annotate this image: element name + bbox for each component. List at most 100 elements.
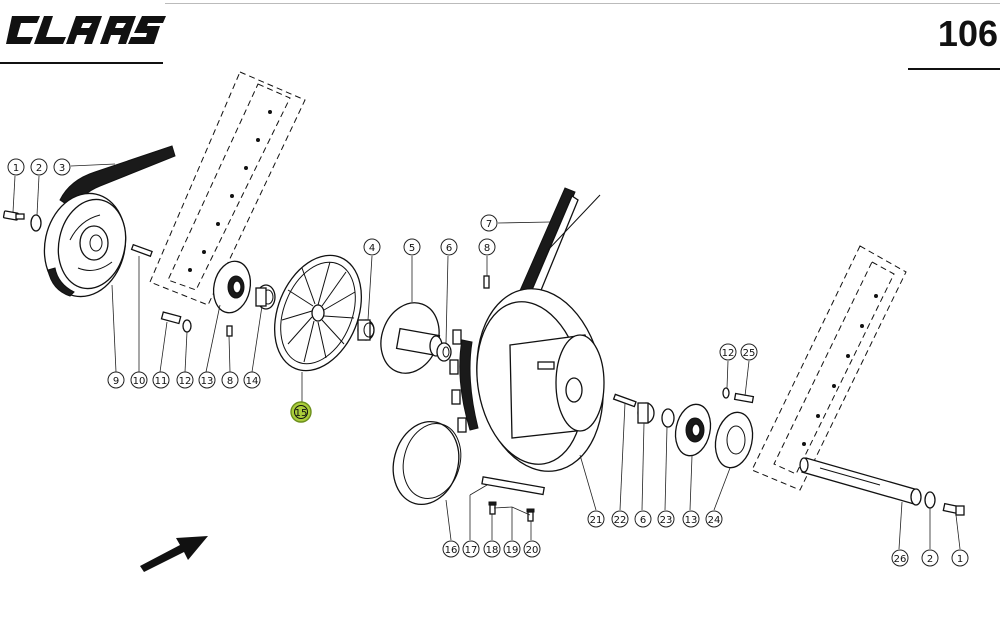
svg-text:13: 13 xyxy=(685,515,698,526)
callout-5: 5 xyxy=(403,238,421,256)
callout-21: 21 xyxy=(587,510,605,528)
callout-7: 7 xyxy=(480,214,498,232)
svg-text:12: 12 xyxy=(179,376,192,387)
page-number-underline xyxy=(908,68,1000,70)
bolt-25 xyxy=(733,392,755,404)
disc-5 xyxy=(380,302,443,374)
pin-10 xyxy=(130,243,153,258)
svg-text:25: 25 xyxy=(743,348,756,359)
left-belt-pulley xyxy=(43,145,176,298)
washer-12 xyxy=(182,319,192,333)
washer-23 xyxy=(661,408,675,428)
svg-text:8: 8 xyxy=(484,243,490,254)
page-number: 106 xyxy=(937,13,998,54)
claas-logo-letters xyxy=(6,16,166,44)
callouts: 1 2 3 9 10 11 12 13 8 14 15 4 5 6 8 7 12… xyxy=(7,158,969,567)
svg-text:13: 13 xyxy=(201,376,214,387)
callout-4: 4 xyxy=(363,238,381,256)
callout-15-highlighted[interactable]: 15 xyxy=(290,401,312,423)
top-rule xyxy=(165,3,1000,4)
strap-17 xyxy=(481,476,545,496)
svg-text:24: 24 xyxy=(708,515,721,526)
callout-19: 19 xyxy=(503,540,521,558)
callout-20: 20 xyxy=(523,540,541,558)
svg-text:20: 20 xyxy=(526,545,539,556)
svg-text:2: 2 xyxy=(927,554,933,565)
callout-2: 2 xyxy=(30,158,48,176)
callout-10: 10 xyxy=(130,371,148,389)
screw-18 xyxy=(488,501,497,515)
bolt-left xyxy=(2,210,25,221)
washer-left xyxy=(30,214,42,232)
cast-lugs xyxy=(449,329,467,433)
svg-text:11: 11 xyxy=(155,376,168,387)
bearing-14 xyxy=(255,284,276,310)
bolt-11 xyxy=(160,311,182,325)
svg-text:1: 1 xyxy=(13,163,19,174)
callout-16: 16 xyxy=(442,540,460,558)
pin-22 xyxy=(612,393,637,408)
ring-16 xyxy=(392,420,462,506)
bushing-6 xyxy=(436,342,452,362)
svg-text:7: 7 xyxy=(486,219,492,230)
fan-spokes xyxy=(281,261,356,363)
callout-12: 12 xyxy=(176,371,194,389)
callout-8-center: 8 xyxy=(478,238,496,256)
callout-3: 3 xyxy=(53,158,71,176)
svg-text:26: 26 xyxy=(894,554,907,565)
svg-text:10: 10 xyxy=(133,376,146,387)
callout-18: 18 xyxy=(483,540,501,558)
svg-text:12: 12 xyxy=(722,348,735,359)
svg-text:14: 14 xyxy=(246,376,259,387)
svg-text:9: 9 xyxy=(113,376,119,387)
svg-text:3: 3 xyxy=(59,163,65,174)
washer-2-right xyxy=(924,491,936,509)
washer-12-right xyxy=(722,387,730,399)
svg-text:22: 22 xyxy=(614,515,627,526)
bushing-6-right xyxy=(637,402,655,424)
callout-13: 13 xyxy=(198,371,216,389)
callout-17: 17 xyxy=(462,540,480,558)
grease-nipple-left xyxy=(226,325,233,337)
svg-text:17: 17 xyxy=(465,545,478,556)
variator-pulley xyxy=(449,187,605,472)
callout-12-right: 12 xyxy=(719,343,737,361)
bearing-flange-left xyxy=(212,260,252,314)
claas-logo xyxy=(6,16,166,44)
svg-text:18: 18 xyxy=(486,545,499,556)
callout-1-right: 1 xyxy=(951,549,969,567)
svg-text:2: 2 xyxy=(36,163,42,174)
svg-text:1: 1 xyxy=(957,554,963,565)
callout-22: 22 xyxy=(611,510,629,528)
bolt-1-right xyxy=(942,502,965,516)
svg-text:5: 5 xyxy=(409,243,415,254)
callout-9: 9 xyxy=(107,371,125,389)
gasket-24 xyxy=(714,411,754,469)
screw-20 xyxy=(526,508,535,522)
direction-arrow xyxy=(140,536,208,572)
svg-text:23: 23 xyxy=(660,515,673,526)
svg-text:16: 16 xyxy=(445,545,458,556)
callout-6: 6 xyxy=(440,238,458,256)
right-frame-plate xyxy=(751,245,907,491)
callout-8: 8 xyxy=(221,371,239,389)
shaft-26 xyxy=(799,457,922,506)
callout-11: 11 xyxy=(152,371,170,389)
bushing-4 xyxy=(357,319,375,341)
callout-6-right: 6 xyxy=(634,510,652,528)
svg-text:21: 21 xyxy=(590,515,603,526)
brand-underline xyxy=(0,62,163,64)
svg-text:6: 6 xyxy=(446,243,452,254)
callout-2-right: 2 xyxy=(921,549,939,567)
leader-lines xyxy=(12,163,961,550)
svg-text:6: 6 xyxy=(640,515,646,526)
svg-text:8: 8 xyxy=(227,376,233,387)
left-frame-plate xyxy=(149,71,306,306)
svg-text:4: 4 xyxy=(369,243,375,254)
svg-text:15: 15 xyxy=(295,408,308,419)
fan-wheel xyxy=(273,254,363,372)
callout-13-right: 13 xyxy=(682,510,700,528)
callout-23: 23 xyxy=(657,510,675,528)
callout-14: 14 xyxy=(243,371,261,389)
